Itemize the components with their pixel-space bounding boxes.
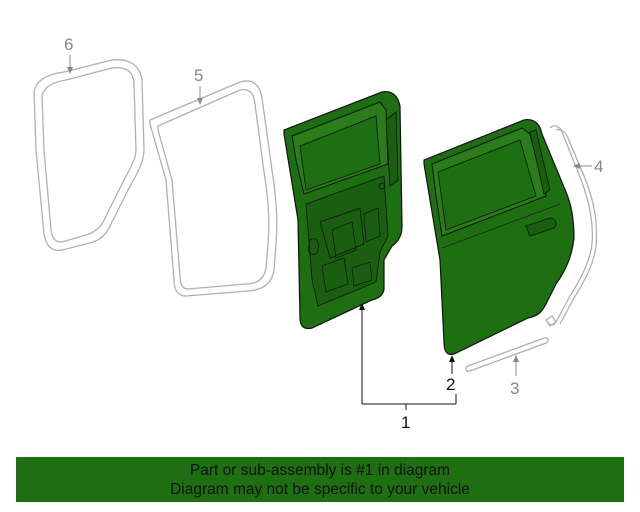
callout-4: 4 bbox=[594, 157, 603, 176]
weatherstrip-part-6 bbox=[33, 59, 145, 252]
door-panel-part-2 bbox=[423, 119, 575, 355]
banner-line-1: Part or sub-assembly is #1 in diagram bbox=[189, 462, 451, 479]
callout-6: 6 bbox=[64, 35, 73, 54]
banner-line-2: Diagram may not be specific to your vehi… bbox=[170, 481, 470, 498]
callout-3: 3 bbox=[510, 379, 519, 398]
trim-strip-part-3 bbox=[465, 337, 549, 372]
callout-5: 5 bbox=[194, 66, 203, 85]
door-seal-part-5 bbox=[149, 80, 278, 297]
molding-part-4 bbox=[545, 125, 598, 327]
callout-1: 1 bbox=[401, 413, 410, 432]
callout-2: 2 bbox=[446, 375, 455, 394]
door-shell-part-1 bbox=[283, 91, 403, 330]
info-banner: Part or sub-assembly is #1 in diagram Di… bbox=[16, 457, 624, 502]
